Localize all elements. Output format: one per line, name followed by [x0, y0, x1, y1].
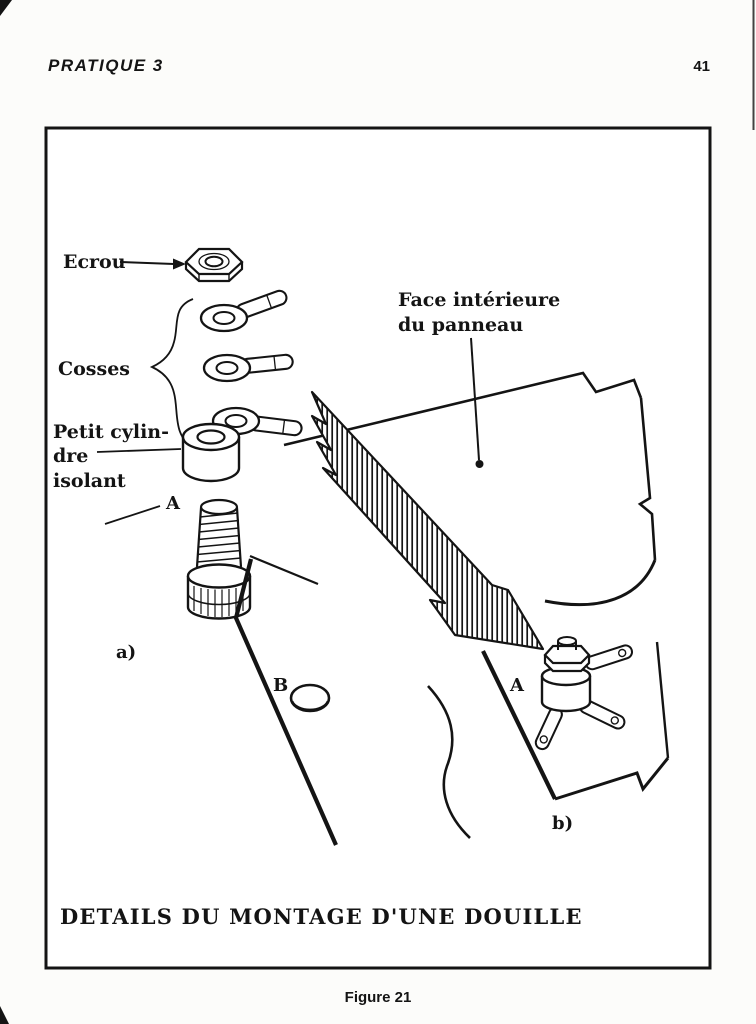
ecrou-pointer-arrow: [119, 258, 186, 270]
nut-drawing: [184, 247, 244, 283]
hatched-arrow: [310, 390, 545, 651]
label-view-a: a): [116, 642, 136, 663]
insulating-cylinder-drawing: [181, 422, 241, 483]
label-marker-a-assembled: A: [509, 675, 525, 696]
marker-a-leader-line: [104, 505, 161, 525]
label-view-b: b): [552, 813, 573, 834]
label-cosses: Cosses: [58, 358, 130, 380]
assembled-socket-drawing: [534, 636, 634, 751]
panel-corner-b: [481, 641, 670, 801]
label-panneau-2: du panneau: [398, 314, 523, 336]
cosse-terminal-2: [202, 353, 294, 383]
hole-b-rim: [291, 700, 329, 711]
label-panneau-1: Face intérieure: [398, 289, 560, 311]
label-marker-b: B: [273, 675, 288, 696]
bolt-threads: [196, 512, 242, 563]
figure-title: DETAILS DU MONTAGE D'UNE DOUILLE: [60, 904, 583, 929]
label-cylindre-2: dre: [53, 445, 88, 467]
panel-face-interieure: [283, 371, 657, 607]
label-cylindre-1: Petit cylin-: [53, 421, 169, 443]
page-number: 41: [693, 58, 710, 75]
cosse-terminal-1: [199, 289, 288, 333]
running-header: PRATIQUE 3: [48, 56, 164, 75]
figure-border: [44, 126, 712, 970]
label-cylindre-3: isolant: [53, 470, 126, 492]
panel-wavy-break-line: [427, 685, 471, 839]
panneau-pointer: [470, 337, 484, 468]
figure-caption: Figure 21: [344, 989, 412, 1006]
panel-corner-a: [233, 554, 338, 846]
label-marker-a-exploded: A: [165, 493, 181, 514]
hole-b: [289, 683, 331, 713]
label-ecrou: Ecrou: [63, 251, 126, 273]
cosses-brace: [149, 298, 196, 450]
cylinder-pointer-line: [96, 448, 182, 453]
